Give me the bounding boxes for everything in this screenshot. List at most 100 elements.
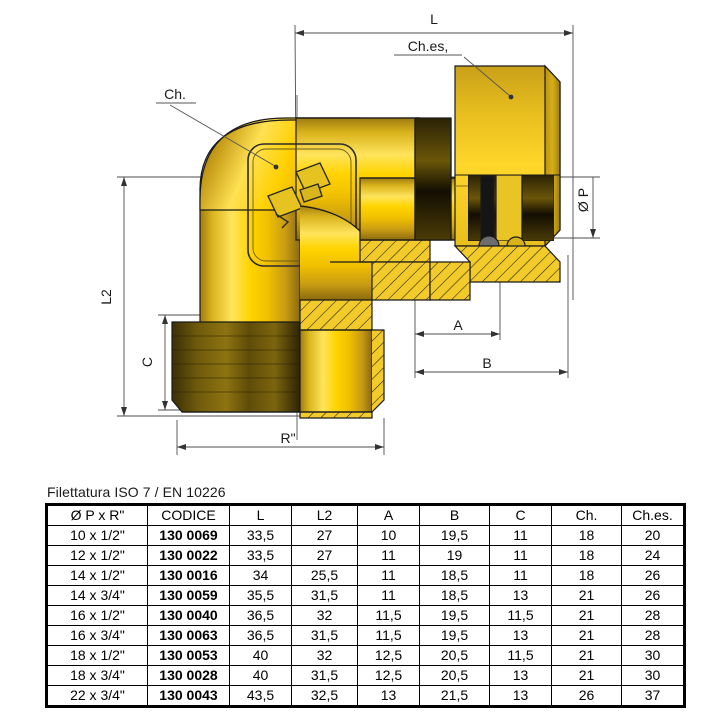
table-cell: 11 xyxy=(357,565,420,586)
product-code-cell: 130 0028 xyxy=(147,665,230,686)
table-cell: 28 xyxy=(621,605,684,626)
table-cell: 13 xyxy=(489,585,552,606)
table-cell: 40 xyxy=(229,665,292,686)
table-cell: 19 xyxy=(419,545,490,566)
table-cell: 16 x 1/2" xyxy=(47,605,148,626)
table-cell: 33,5 xyxy=(229,525,292,546)
table-column-header-2: L xyxy=(229,505,292,526)
table-cell: 21 xyxy=(551,665,622,686)
male-thread-section xyxy=(171,321,301,413)
dim-label-L2: L2 xyxy=(98,289,114,305)
table-cell: 33,5 xyxy=(229,545,292,566)
table-cell: 36,5 xyxy=(229,605,292,626)
dim-label-R: R" xyxy=(280,430,295,446)
table-cell: 34 xyxy=(229,565,292,586)
table-cell: 11,5 xyxy=(357,625,420,646)
table-cell: 31,5 xyxy=(291,625,358,646)
product-code-cell: 130 0053 xyxy=(147,645,230,666)
table-cell: 30 xyxy=(621,645,684,666)
seal-ring xyxy=(480,175,495,243)
dim-label-L: L xyxy=(430,11,438,27)
table-cell: 11 xyxy=(489,565,552,586)
table-column-header-3: L2 xyxy=(291,505,358,526)
callout-leaders xyxy=(156,54,511,167)
table-cell: 14 x 1/2" xyxy=(47,565,148,586)
table-cell: 28 xyxy=(621,625,684,646)
table-cell: 11 xyxy=(357,585,420,606)
product-code-cell: 130 0016 xyxy=(147,565,230,586)
table-cell: 19,5 xyxy=(419,605,490,626)
dim-label-C: C xyxy=(139,357,155,367)
table-cell: 11,5 xyxy=(357,605,420,626)
table-cell: 21 xyxy=(551,645,622,666)
table-column-header-1: CODICE xyxy=(147,505,230,526)
table-cell: 20,5 xyxy=(419,665,490,686)
table-cell: 12,5 xyxy=(357,645,420,666)
product-code-cell: 130 0043 xyxy=(147,685,230,706)
fitting-drawing-svg: L L2 C R" A B Ø P Ch. Ch.es, xyxy=(98,11,600,455)
table-caption: Filettatura ISO 7 / EN 10226 xyxy=(47,484,226,500)
table-cell: 11 xyxy=(489,545,552,566)
table-cell: 20,5 xyxy=(419,645,490,666)
dim-label-diameter-P: Ø P xyxy=(575,188,591,212)
table-cell: 13 xyxy=(357,685,420,706)
table-cell: 26 xyxy=(621,585,684,606)
table-cell: 13 xyxy=(489,665,552,686)
product-code-cell: 130 0069 xyxy=(147,525,230,546)
table-cell: 18 x 3/4" xyxy=(47,665,148,686)
table-cell: 11,5 xyxy=(489,605,552,626)
table-cell: 11 xyxy=(489,525,552,546)
table-cell: 22 x 3/4" xyxy=(47,685,148,706)
table-cell: 19,5 xyxy=(419,625,490,646)
table-cell: 13 xyxy=(489,625,552,646)
table-column-header-8: Ch.es. xyxy=(621,505,684,526)
table-cell: 26 xyxy=(621,565,684,586)
table-cell: 18,5 xyxy=(419,585,490,606)
table-cell: 24 xyxy=(621,545,684,566)
table-column-header-5: B xyxy=(419,505,490,526)
table-cell: 36,5 xyxy=(229,625,292,646)
table-cell: 32 xyxy=(291,605,358,626)
table-cell: 40 xyxy=(229,645,292,666)
table-column-header-0: Ø P x R" xyxy=(47,505,148,526)
table-cell: 11,5 xyxy=(489,645,552,666)
table-column-header-6: C xyxy=(489,505,552,526)
table-cell: 43,5 xyxy=(229,685,292,706)
table-cell: 10 xyxy=(357,525,420,546)
table-cell: 18 x 1/2" xyxy=(47,645,148,666)
specification-table-block: Filettatura ISO 7 / EN 10226 Ø P x R"COD… xyxy=(45,484,686,713)
table-cell: 31,5 xyxy=(291,665,358,686)
callout-label-ch: Ch. xyxy=(164,86,186,102)
dim-label-B: B xyxy=(482,355,491,371)
product-code-cell: 130 0063 xyxy=(147,625,230,646)
table-cell: 21,5 xyxy=(419,685,490,706)
table-cell: 21 xyxy=(551,585,622,606)
table-cell: 12,5 xyxy=(357,665,420,686)
product-code-cell: 130 0022 xyxy=(147,545,230,566)
product-code-cell: 130 0059 xyxy=(147,585,230,606)
table-cell: 32 xyxy=(291,645,358,666)
table-cell: 10 x 1/2" xyxy=(47,525,148,546)
table-cell: 16 x 3/4" xyxy=(47,625,148,646)
table-cell: 18,5 xyxy=(419,565,490,586)
table-cell: 27 xyxy=(291,545,358,566)
table-cell: 37 xyxy=(621,685,684,706)
fitting-body xyxy=(171,64,561,419)
callout-label-ches: Ch.es, xyxy=(408,38,448,54)
table-cell: 18 xyxy=(551,545,622,566)
table-cell: 35,5 xyxy=(229,585,292,606)
table-cell: 12 x 1/2" xyxy=(47,545,148,566)
